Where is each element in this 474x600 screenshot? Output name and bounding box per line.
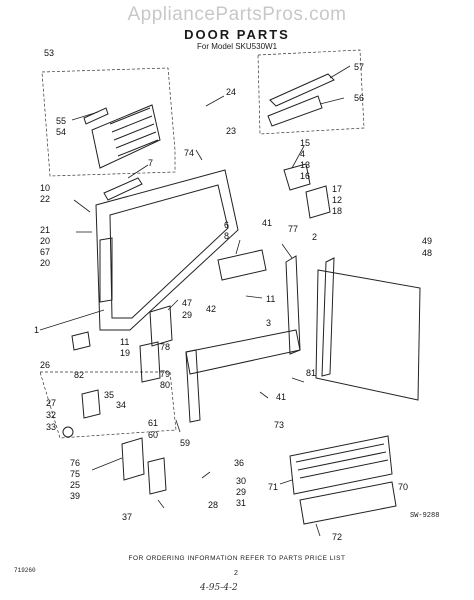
latch-part	[149, 305, 173, 347]
callout-label: 47	[182, 298, 192, 308]
callout-label: 4	[300, 149, 305, 159]
hinge-part-lower	[305, 185, 331, 219]
handle-part	[103, 177, 143, 201]
clip-part-82	[71, 331, 91, 351]
top-rail	[267, 73, 335, 127]
callout-label: 71	[268, 482, 278, 492]
callout-label: 78	[160, 342, 170, 352]
leader-lines	[39, 65, 351, 537]
callout-label: 26	[40, 360, 50, 370]
callout-label: 11	[266, 294, 275, 304]
diagram-title: DOOR PARTS	[184, 27, 290, 42]
toe-panel	[289, 435, 397, 525]
callout-label: 3	[266, 318, 271, 328]
callout-label: 67	[40, 247, 50, 257]
callout-label: 79	[160, 369, 170, 379]
callout-label: 41	[262, 218, 272, 228]
callout-label: 54	[56, 127, 66, 137]
callout-label: 29	[182, 310, 192, 320]
callout-label: 25	[70, 480, 80, 490]
callout-label: 37	[122, 512, 132, 522]
bracket-part	[217, 249, 267, 281]
callout-label: 28	[208, 500, 218, 510]
callout-label: 17	[332, 184, 342, 194]
callout-label: 80	[160, 380, 170, 390]
callout-label: 32	[46, 410, 56, 420]
callout-label: 72	[332, 532, 342, 542]
callout-label: 33	[46, 422, 56, 432]
callout-label: 75	[70, 469, 80, 479]
callout-label: 81	[306, 368, 316, 378]
switch-part	[139, 341, 161, 383]
hinge-part	[283, 163, 311, 191]
callout-label: 74	[184, 148, 194, 158]
callout-label: 41	[276, 392, 286, 402]
gasket-part	[147, 457, 167, 495]
handwritten-note: 4-95-4-2	[200, 583, 238, 593]
callout-label: 12	[332, 195, 342, 205]
callout-label: 19	[120, 348, 130, 358]
inner-door-panel	[95, 169, 239, 331]
callout-label: 39	[70, 491, 80, 501]
vent-louver	[83, 104, 161, 169]
callout-label: 73	[274, 420, 284, 430]
callout-label: 35	[104, 390, 114, 400]
callout-label: 53	[44, 48, 54, 58]
knob-part	[62, 426, 74, 438]
page-number: 2	[234, 570, 238, 577]
callout-label: 6	[224, 220, 229, 230]
callout-label: 60	[148, 430, 158, 440]
callout-label: 20	[40, 236, 50, 246]
callout-label: 16	[300, 171, 310, 181]
dashed-group-57	[257, 49, 365, 135]
callout-label: 70	[398, 482, 408, 492]
drawing-number: SW-9288	[410, 512, 440, 520]
callout-label: 36	[234, 458, 244, 468]
diagram-subtitle: For Model SKU530W1	[196, 42, 278, 51]
callout-label: 56	[354, 93, 364, 103]
callout-label: 8	[224, 231, 229, 241]
callout-label: 82	[74, 370, 84, 380]
callout-label: 30	[236, 476, 246, 486]
catalog-code: 719260	[14, 567, 36, 574]
callout-label: 11	[120, 337, 129, 347]
callout-label: 49	[422, 236, 432, 246]
callout-label: 13	[300, 160, 310, 170]
dashed-group-53	[41, 67, 176, 177]
callout-label: 21	[40, 225, 50, 235]
callout-label: 55	[56, 116, 66, 126]
callout-label: 7	[148, 158, 153, 168]
outer-door-panel	[315, 257, 421, 401]
callout-label: 27	[46, 398, 56, 408]
watermark: AppliancePartsPros.com	[127, 4, 347, 25]
callout-label: 31	[236, 498, 246, 508]
callout-label: 59	[180, 438, 190, 448]
callout-label: 42	[206, 304, 216, 314]
callout-label: 2	[312, 232, 317, 242]
door-frame	[185, 255, 301, 423]
callout-label: 24	[226, 87, 236, 97]
callout-label: 34	[116, 400, 126, 410]
callout-label: 23	[226, 126, 236, 136]
callout-label: 29	[236, 487, 246, 497]
ordering-info: FOR ORDERING INFORMATION REFER TO PARTS …	[128, 555, 346, 562]
callout-label: 61	[148, 418, 158, 428]
callout-label: 20	[40, 258, 50, 268]
dashed-group-26	[39, 371, 177, 439]
callout-label: 15	[300, 138, 310, 148]
callout-label: 77	[288, 224, 298, 234]
dispenser-part	[81, 389, 101, 419]
callout-label: 48	[422, 248, 432, 258]
callout-label: 57	[354, 62, 364, 72]
callout-label: 22	[40, 194, 50, 204]
callout-label: 76	[70, 458, 80, 468]
callout-label: 1	[34, 325, 39, 335]
callout-labels: 53 57 56 55 54 7 24 23 74 15 4 13 16 17 …	[34, 48, 432, 542]
callout-label: 18	[332, 206, 342, 216]
callout-label: 10	[40, 183, 50, 193]
detergent-cup	[121, 437, 145, 481]
